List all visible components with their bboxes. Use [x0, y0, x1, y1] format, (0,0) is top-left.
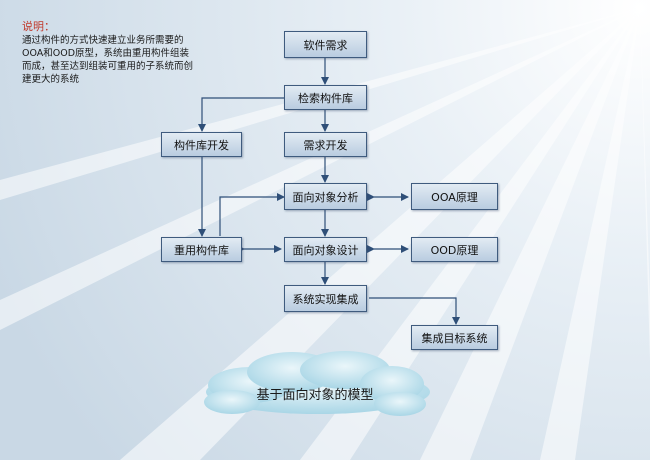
node-ood-prototype[interactable]: OOD原理 — [411, 237, 498, 262]
node-reuse-library[interactable]: 重用构件库 — [161, 237, 242, 262]
node-ood[interactable]: 面向对象设计 — [284, 237, 367, 262]
node-retrieve-library[interactable]: 检索构件库 — [284, 85, 367, 110]
description-note: 说明： 通过构件的方式快速建立业务所需要的 OOA和OOD原型，系统由重用构件组… — [22, 20, 222, 86]
edge-retrieve-to-component-dev — [198, 97, 284, 132]
node-target-system[interactable]: 集成目标系统 — [411, 325, 498, 350]
note-line: 而成，甚至达到组装可重用的子系统而创 — [22, 61, 194, 72]
node-integration[interactable]: 系统实现集成 — [284, 285, 367, 312]
note-line: OOA和OOD原型，系统由重用构件组装 — [22, 48, 190, 59]
node-requirements[interactable]: 软件需求 — [284, 31, 367, 58]
node-ooa-prototype[interactable]: OOA原理 — [411, 183, 498, 210]
node-component-dev[interactable]: 构件库开发 — [161, 132, 242, 157]
edge-integration-to-target — [369, 297, 460, 325]
note-line: 通过构件的方式快速建立业务所需要的 — [22, 35, 184, 46]
edge-reuse-to-ooa — [219, 193, 285, 236]
node-requirement-dev[interactable]: 需求开发 — [284, 132, 367, 157]
note-title: 说明： — [22, 20, 55, 33]
note-line: 建更大的系统 — [22, 74, 80, 85]
cloud-label: 基于面向对象的模型 — [256, 388, 374, 403]
node-ooa[interactable]: 面向对象分析 — [284, 183, 367, 210]
